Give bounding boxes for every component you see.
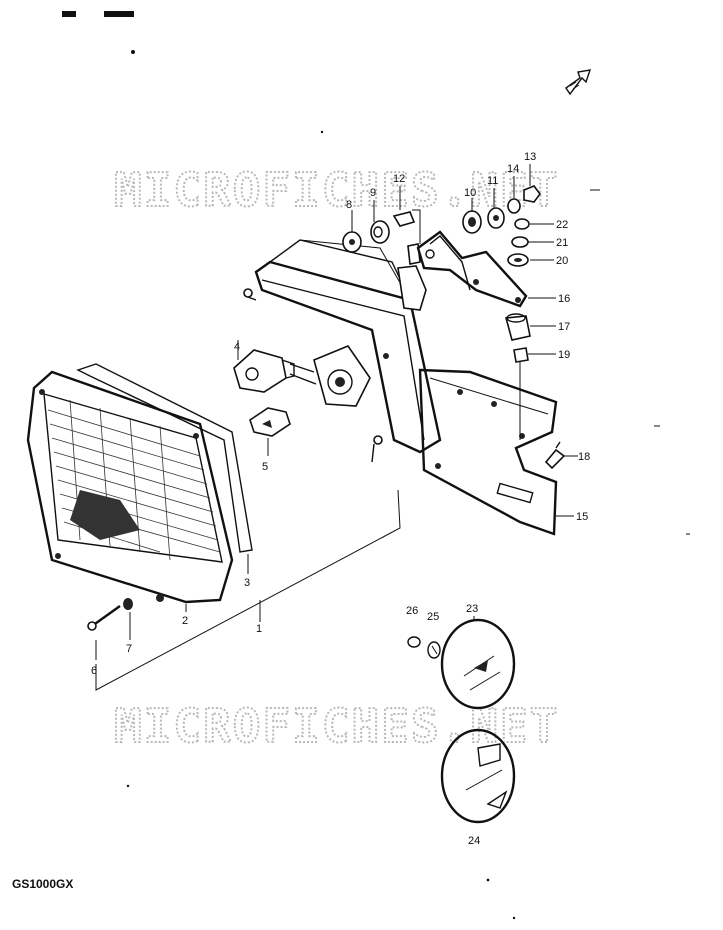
callout-6: 6: [91, 665, 97, 677]
tail-lamp-lens: [26, 370, 234, 604]
leader-lines: [95, 164, 600, 691]
callout-7: 7: [126, 643, 132, 655]
callout-5: 5: [262, 461, 268, 473]
mounting-stay: [416, 230, 528, 308]
callout-23: 23: [466, 603, 478, 615]
callout-26: 26: [406, 605, 418, 617]
license-bulb: [249, 407, 291, 437]
callout-15: 15: [576, 511, 588, 523]
tail-bulb: [233, 349, 295, 393]
callout-21: 21: [556, 237, 568, 249]
callout-22: 22: [556, 219, 568, 231]
callout-10: 10: [464, 187, 476, 199]
cap-23: [440, 618, 516, 710]
cushion-10: [462, 210, 482, 234]
scan-dot: [320, 130, 324, 134]
callout-11: 11: [487, 175, 498, 187]
bolt-18: [544, 441, 566, 470]
lens-screw: [87, 605, 121, 631]
spring-25: [427, 641, 441, 659]
callout-4: 4: [234, 341, 240, 353]
callout-18: 18: [578, 451, 590, 463]
scan-dot: [126, 784, 130, 788]
collar-19: [513, 347, 529, 363]
callout-2: 2: [182, 615, 188, 627]
callout-25: 25: [427, 611, 439, 623]
model-code: GS1000GX: [12, 877, 73, 891]
tail-lamp-housing: [243, 239, 442, 463]
washer-22: [514, 218, 530, 230]
callouts: 1 2 3 4 5 6 7 8 9 10 11 12 13 14 15 16 1…: [91, 151, 590, 847]
callout-16: 16: [558, 293, 570, 305]
lens-washer: [123, 598, 133, 610]
callout-20: 20: [556, 255, 568, 267]
cap-24: [440, 728, 516, 824]
scan-mark: [62, 11, 76, 17]
callout-17: 17: [558, 321, 570, 333]
callout-13: 13: [524, 151, 536, 163]
watermark-top: MICROFICHES.NET: [114, 163, 559, 217]
callout-3: 3: [244, 577, 250, 589]
lens-gasket: [76, 363, 253, 553]
scan-dot: [512, 916, 516, 920]
license-plate-bracket: [418, 368, 558, 536]
washer-20: [507, 253, 529, 267]
nut-13: [523, 185, 541, 203]
callout-1: 1: [256, 623, 262, 635]
scan-dot: [131, 50, 135, 54]
callout-8: 8: [346, 199, 352, 211]
callout-9: 9: [370, 187, 376, 199]
callout-12: 12: [393, 173, 405, 185]
front-direction-arrow-icon: [565, 69, 592, 96]
callout-14: 14: [507, 163, 519, 175]
collar-12: [392, 211, 416, 227]
scan-dot: [486, 878, 490, 882]
callout-19: 19: [558, 349, 570, 361]
pin-26: [407, 636, 421, 648]
washer-11: [487, 207, 505, 229]
grommet-9: [370, 220, 390, 244]
callout-24: 24: [468, 835, 480, 847]
scan-mark: [104, 11, 134, 17]
washer-21: [511, 236, 529, 248]
washer-8: [342, 231, 362, 253]
cushion-17: [504, 313, 531, 341]
washer-14: [507, 198, 521, 214]
